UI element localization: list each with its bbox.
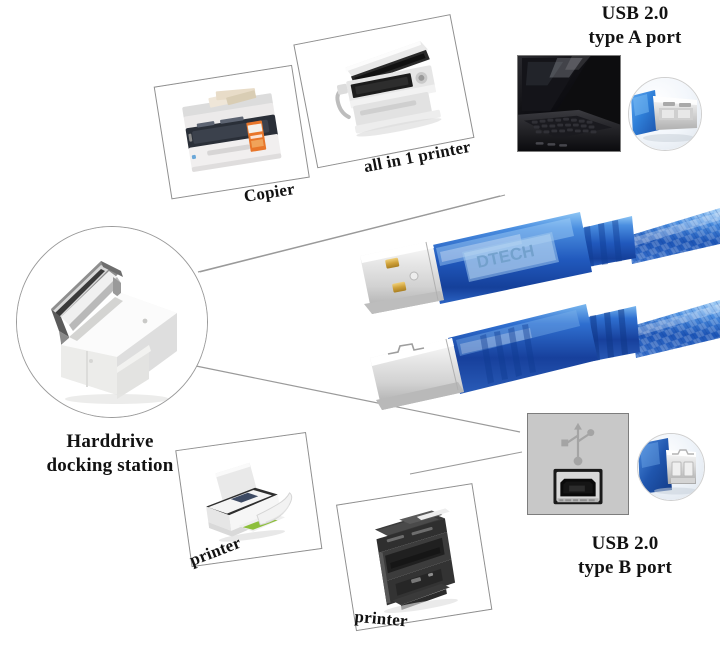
printer-inkjet-group: printer [175,431,333,599]
line-hub-to-printer [195,365,521,433]
laser-printer-photo [337,484,492,631]
copier-tile [153,64,310,200]
all-in-1-printer-group: all in 1 printer [293,14,478,190]
copier-group: Copier [153,64,313,215]
docking-station-label-line1: Harddrive [66,431,154,452]
dtech-emboss: DTECH [462,232,559,282]
usb-b-plug-inset [637,433,705,501]
usb-type-a-connector: DTECH [360,208,720,314]
docking-station-label: Harddrive docking station [20,430,200,478]
laptop-usb-a-photo [517,55,621,152]
docking-station-label-line2: docking station [46,454,174,476]
printer-inkjet-tile [175,431,323,568]
usb-cable: DTECH [360,208,720,410]
usb-type-b-port-photo [527,413,629,515]
line-printer-to-portb [409,451,523,475]
svg-text:DTECH: DTECH [475,241,536,272]
usb-type-b-label-line2: type B port [577,556,673,578]
docking-station-circle [16,226,208,418]
printer-laser-tile [336,483,493,632]
copier-photo [155,66,309,199]
usb-type-b-label: USB 2.0 type B port [545,532,705,580]
usb-type-a-label: USB 2.0 type A port [560,2,710,50]
usb-type-b-label-line1: USB 2.0 [591,533,659,554]
usb-a-plug-inset [628,77,702,151]
all-in-1-printer-tile [293,14,475,169]
usb-type-b-connector [370,300,720,410]
all-in-one-printer-photo [294,15,474,168]
usb-type-a-label-line2: type A port [588,26,682,48]
hdd-drive [51,261,123,361]
dock-body [61,293,177,399]
inkjet-printer-photo [176,433,322,567]
line-hub-to-copier [197,195,501,273]
usb-type-a-label-line1: USB 2.0 [601,3,669,24]
printer-laser-group: printer [336,481,510,664]
